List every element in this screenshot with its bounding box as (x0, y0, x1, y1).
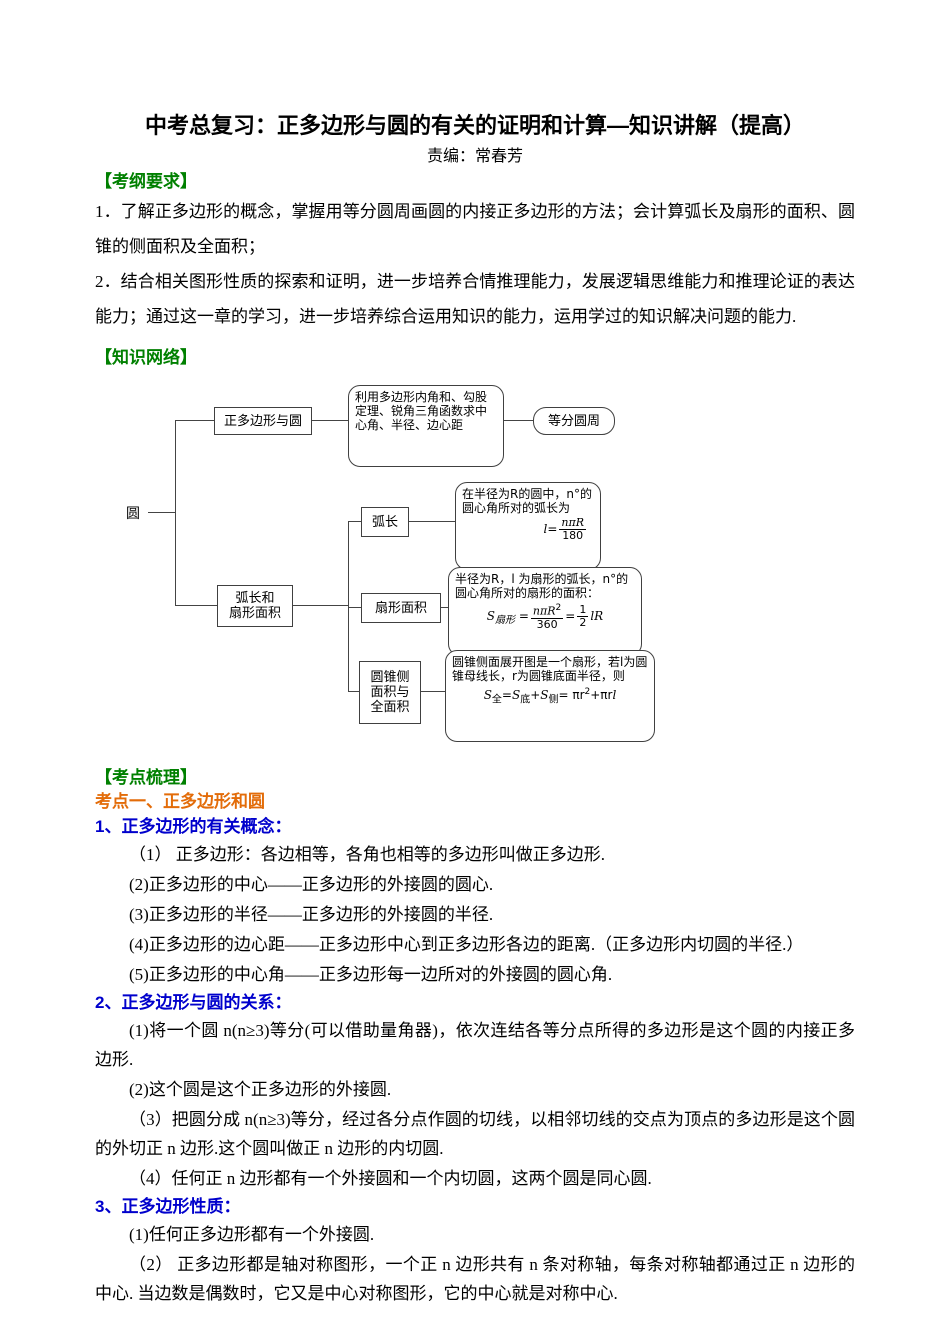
list-item: （2） 正多边形都是轴对称图形，一个正 n 边形共有 n 条对称轴，每条对称轴都… (95, 1255, 855, 1303)
connector-line (490, 420, 533, 421)
connector-line (310, 420, 348, 421)
connector-line (175, 420, 176, 606)
node-arc-length: 弧长 (361, 507, 409, 537)
node-label-line: 扇形面积 (228, 606, 281, 621)
subheading-concepts: 1、正多边形的有关概念： (95, 817, 292, 836)
cone-formula: S全=S底+S侧= πr2+πrl (452, 685, 648, 707)
formula-symbol: +S (530, 688, 549, 702)
node-circle-root: 圆 (126, 506, 140, 522)
note-text: 圆锥侧面展开图是一个扇形，若l为圆锥母线长，r为圆锥底面半径，则 (452, 655, 648, 683)
key-points-section: 1、正多边形的有关概念： （1） 正多边形：各边相等，各角也相等的多边形叫做正多… (95, 814, 855, 1308)
connector-line (348, 607, 361, 608)
topic-heading: 考点一、正多边形和圆 (95, 792, 265, 811)
fraction-numerator: 1 (577, 602, 589, 617)
outline-paragraph-1: 1．了解正多边形的概念，掌握用等分圆周画圆的内接正多边形的方法；会计算弧长及扇形… (95, 202, 855, 256)
node-regular-polygon-and-circle: 正多边形与圆 (214, 407, 312, 435)
fraction-denominator: 2 (579, 615, 587, 629)
connector-line (148, 512, 175, 513)
outline-paragraph-2: 2．结合相关图形性质的探索和证明，进一步培养合情推理能力，发展逻辑思维能力和推理… (95, 272, 855, 326)
formula-subscript: 底 (520, 694, 531, 706)
formula-subscript: 侧 (548, 694, 559, 706)
fraction-denominator: 360 (536, 617, 558, 631)
section-heading-outline: 【考纲要求】 (95, 172, 197, 191)
note-cone-formula: 圆锥侧面展开图是一个扇形，若l为圆锥母线长，r为圆锥底面半径，则 S全=S底+S… (445, 650, 655, 742)
note-text: 半径为R，l 为扇形的弧长，n°的圆心角所对的扇形的面积： (455, 572, 629, 600)
outline-section: 1．了解正多边形的概念，掌握用等分圆周画圆的内接正多边形的方法；会计算弧长及扇形… (95, 194, 855, 334)
connector-line (406, 521, 455, 522)
formula-symbol: lR (590, 608, 604, 623)
connector-line (419, 691, 445, 692)
node-label-line: 全面积 (370, 700, 410, 715)
fraction-denominator: 180 (562, 529, 584, 542)
section-heading-network: 【知识网络】 (95, 348, 197, 367)
list-item: (3)正多边形的半径——正多边形的外接圆的半径. (129, 905, 494, 924)
formula-symbol: nπR (532, 604, 556, 618)
list-item: (2)这个圆是这个正多边形的外接圆. (129, 1080, 392, 1099)
connector-line (439, 607, 448, 608)
node-cone-surface-area: 圆锥侧 面积与 全面积 (359, 661, 421, 724)
fraction-numerator: nπR (559, 516, 586, 530)
node-label-line: 圆锥侧 (370, 670, 410, 685)
note-polygon-methods: 利用多边形内角和、勾股定理、锐角三角函数求中心角、半径、边心距 (348, 385, 504, 467)
formula-subscript: 全 (491, 694, 502, 706)
formula-symbol: = πr (558, 688, 585, 702)
knowledge-network-diagram: 圆 正多边形与圆 利用多边形内角和、勾股定理、锐角三角函数求中心角、半径、边心距… (118, 380, 678, 752)
connector-line (176, 605, 217, 606)
list-item: (1)将一个圆 n(n≥3)等分(可以借助量角器)，依次连结各等分点所得的多边形… (95, 1021, 855, 1069)
list-item: （4）任何正 n 边形都有一个外接圆和一个内切圆，这两个圆是同心圆. (129, 1169, 652, 1188)
formula-superscript: 2 (584, 687, 591, 697)
document-page: 中考总复习：正多边形与圆的有关的证明和计算—知识讲解（提高） 责编：常春芳 【考… (95, 113, 855, 1308)
formula-symbol: = (565, 608, 576, 623)
node-arc-and-sector-area: 弧长和 扇形面积 (217, 585, 293, 627)
connector-line (176, 420, 214, 421)
subheading-relations: 2、正多边形与圆的关系： (95, 993, 292, 1012)
note-text: 在半径为R的圆中，n°的圆心角所对的弧长为 (462, 487, 592, 515)
fraction-numerator: nπR2 (530, 602, 564, 619)
list-item: (2)正多边形的中心——正多边形的外接圆的圆心. (129, 875, 494, 894)
node-label-line: 面积与 (370, 685, 410, 700)
list-item: (5)正多边形的中心角——正多边形每一边所对的外接圆的圆心角. (129, 965, 613, 984)
formula-symbol: l (612, 688, 617, 702)
connector-line (348, 691, 359, 692)
node-label-line: 弧长和 (235, 591, 275, 606)
formula-subscript: 扇形 (495, 615, 516, 627)
list-item: （3）把圆分成 n(n≥3)等分，经过各分点作圆的切线，以相邻切线的交点为顶点的… (95, 1110, 855, 1158)
formula-symbol: = (547, 522, 558, 536)
formula-symbol: S (486, 608, 496, 623)
connector-line (291, 605, 348, 606)
node-equal-division-of-circle: 等分圆周 (533, 407, 615, 435)
formula-symbol: +πr (590, 688, 613, 702)
formula-superscript: 2 (555, 603, 562, 613)
list-item: (1)任何正多边形都有一个外接圆. (129, 1225, 375, 1244)
editor-credit: 责编：常春芳 (426, 148, 523, 165)
formula-symbol: =S (501, 688, 521, 702)
formula-symbol: l (543, 522, 548, 536)
subheading-properties: 3、正多边形性质： (95, 1197, 241, 1216)
connector-line (348, 521, 361, 522)
formula-symbol: S (483, 688, 492, 702)
connector-line (348, 521, 349, 691)
section-heading-key-points: 【考点梳理】 (95, 768, 197, 787)
formula-symbol: = (518, 608, 529, 623)
list-item: (4)正多边形的边心距——正多边形中心到正多边形各边的距离.（正多边形内切圆的半… (129, 935, 804, 954)
list-item: （1） 正多边形：各边相等，各角也相等的多边形叫做正多边形. (129, 845, 605, 864)
page-title: 中考总复习：正多边形与圆的有关的证明和计算—知识讲解（提高） (144, 113, 805, 138)
node-sector-area: 扇形面积 (361, 593, 441, 623)
